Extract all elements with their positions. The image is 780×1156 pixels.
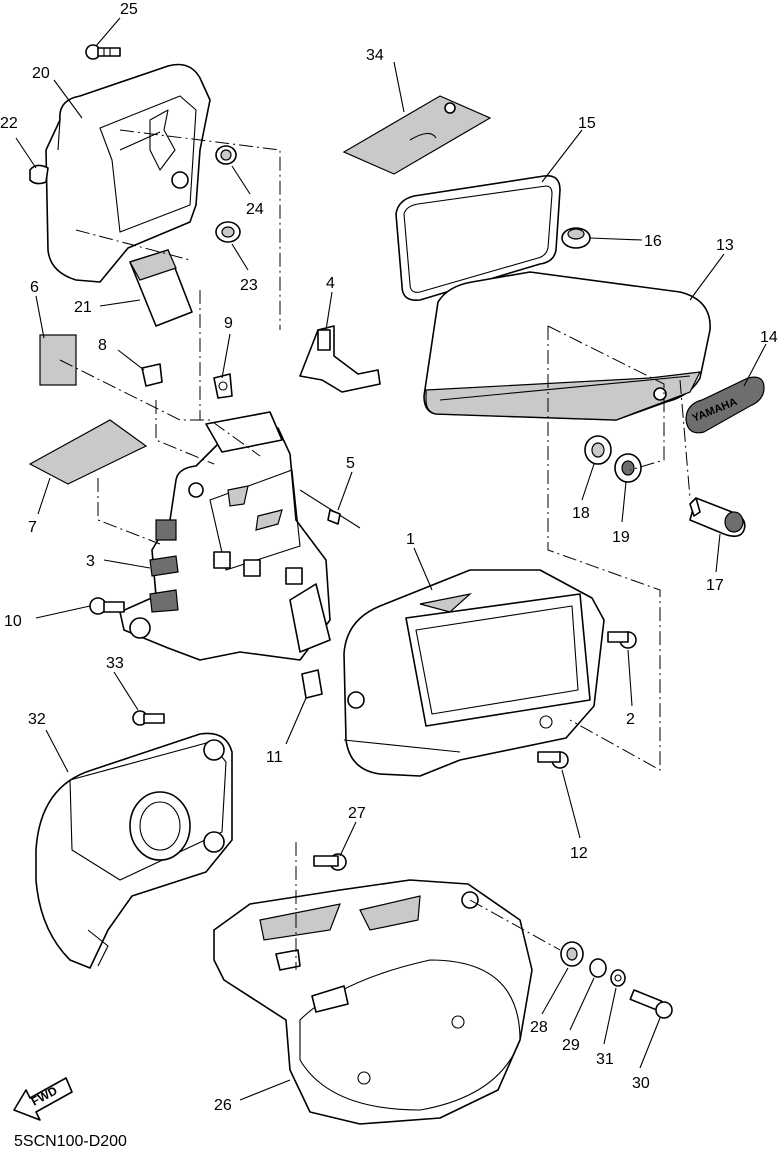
part-20-side-cover: [29, 63, 211, 283]
label-1: 1: [406, 531, 415, 548]
label-26: 26: [214, 1097, 232, 1114]
label-22: 22: [0, 115, 18, 132]
label-8: 8: [98, 337, 107, 354]
part-26-crankcase-cover: [213, 879, 533, 1125]
label-33: 33: [106, 655, 124, 672]
label-29: 29: [562, 1037, 580, 1054]
label-6: 6: [30, 279, 39, 296]
part-8-clip: [141, 363, 163, 387]
part-7-pad: [28, 419, 148, 485]
label-32: 32: [28, 711, 46, 728]
part-4-bracket: [299, 325, 381, 393]
part-number-labels: 25 20 22 24 23 21 6 8 9 4 5 7 3 10 11 34…: [0, 1, 778, 1114]
diagram-code: 5SCN100-D200: [14, 1133, 127, 1150]
label-15: 15: [578, 115, 596, 132]
label-30: 30: [632, 1075, 650, 1092]
part-12-bolt: [537, 751, 569, 769]
label-12: 12: [570, 845, 588, 862]
label-24: 24: [246, 201, 264, 218]
part-13-side-cover: [423, 271, 711, 421]
label-31: 31: [596, 1051, 614, 1068]
label-4: 4: [326, 275, 335, 292]
label-10: 10: [4, 613, 22, 630]
label-13: 13: [716, 237, 734, 254]
label-27: 27: [348, 805, 366, 822]
part-16-grommet: [561, 227, 591, 249]
label-34: 34: [366, 47, 384, 64]
part-19-collar: [614, 453, 642, 483]
part-25-bolt: [85, 44, 121, 60]
part-3-battery-box: [119, 411, 331, 661]
label-16: 16: [644, 233, 662, 250]
part-34-pad: [342, 95, 492, 175]
leader-lines: [15, 17, 767, 1101]
part-27-bolt: [313, 853, 347, 871]
part-32-sprocket-cover: [35, 732, 233, 969]
part-11-clip: [301, 669, 323, 699]
part-21-foam-block: [129, 249, 193, 327]
label-17: 17: [706, 577, 724, 594]
part-31-washer: [610, 969, 626, 987]
part-15-side-panel: [395, 174, 561, 302]
label-9: 9: [224, 315, 233, 332]
part-18-grommet: [584, 435, 612, 465]
part-14-emblem: YAMAHA: [685, 376, 765, 434]
label-18: 18: [572, 505, 590, 522]
label-14: 14: [760, 329, 778, 346]
part-33-bolt: [132, 710, 165, 726]
label-25: 25: [120, 1, 138, 18]
assembly-lines: [59, 129, 691, 970]
label-7: 7: [28, 519, 37, 536]
label-28: 28: [530, 1019, 548, 1036]
part-30-bolt: [629, 989, 673, 1019]
part-10-bolt: [89, 597, 125, 615]
part-9-nut: [213, 373, 233, 399]
part-24-grommet: [215, 145, 237, 165]
part-1-filter-case: [343, 569, 605, 777]
part-29-collar: [589, 958, 607, 978]
part-23-grommet: [215, 221, 241, 243]
part-2-bolt: [607, 631, 637, 649]
label-2: 2: [626, 711, 635, 728]
label-20: 20: [32, 65, 50, 82]
part-17-lock: [689, 497, 746, 538]
label-5: 5: [346, 455, 355, 472]
part-6-pad: [39, 334, 77, 386]
label-3: 3: [86, 553, 95, 570]
part-28-grommet: [560, 941, 584, 967]
label-21: 21: [74, 299, 92, 316]
fwd-arrow: FWD: [13, 1077, 73, 1121]
label-11: 11: [266, 749, 283, 766]
part-5-pin: [299, 489, 361, 529]
label-23: 23: [240, 277, 258, 294]
label-19: 19: [612, 529, 630, 546]
